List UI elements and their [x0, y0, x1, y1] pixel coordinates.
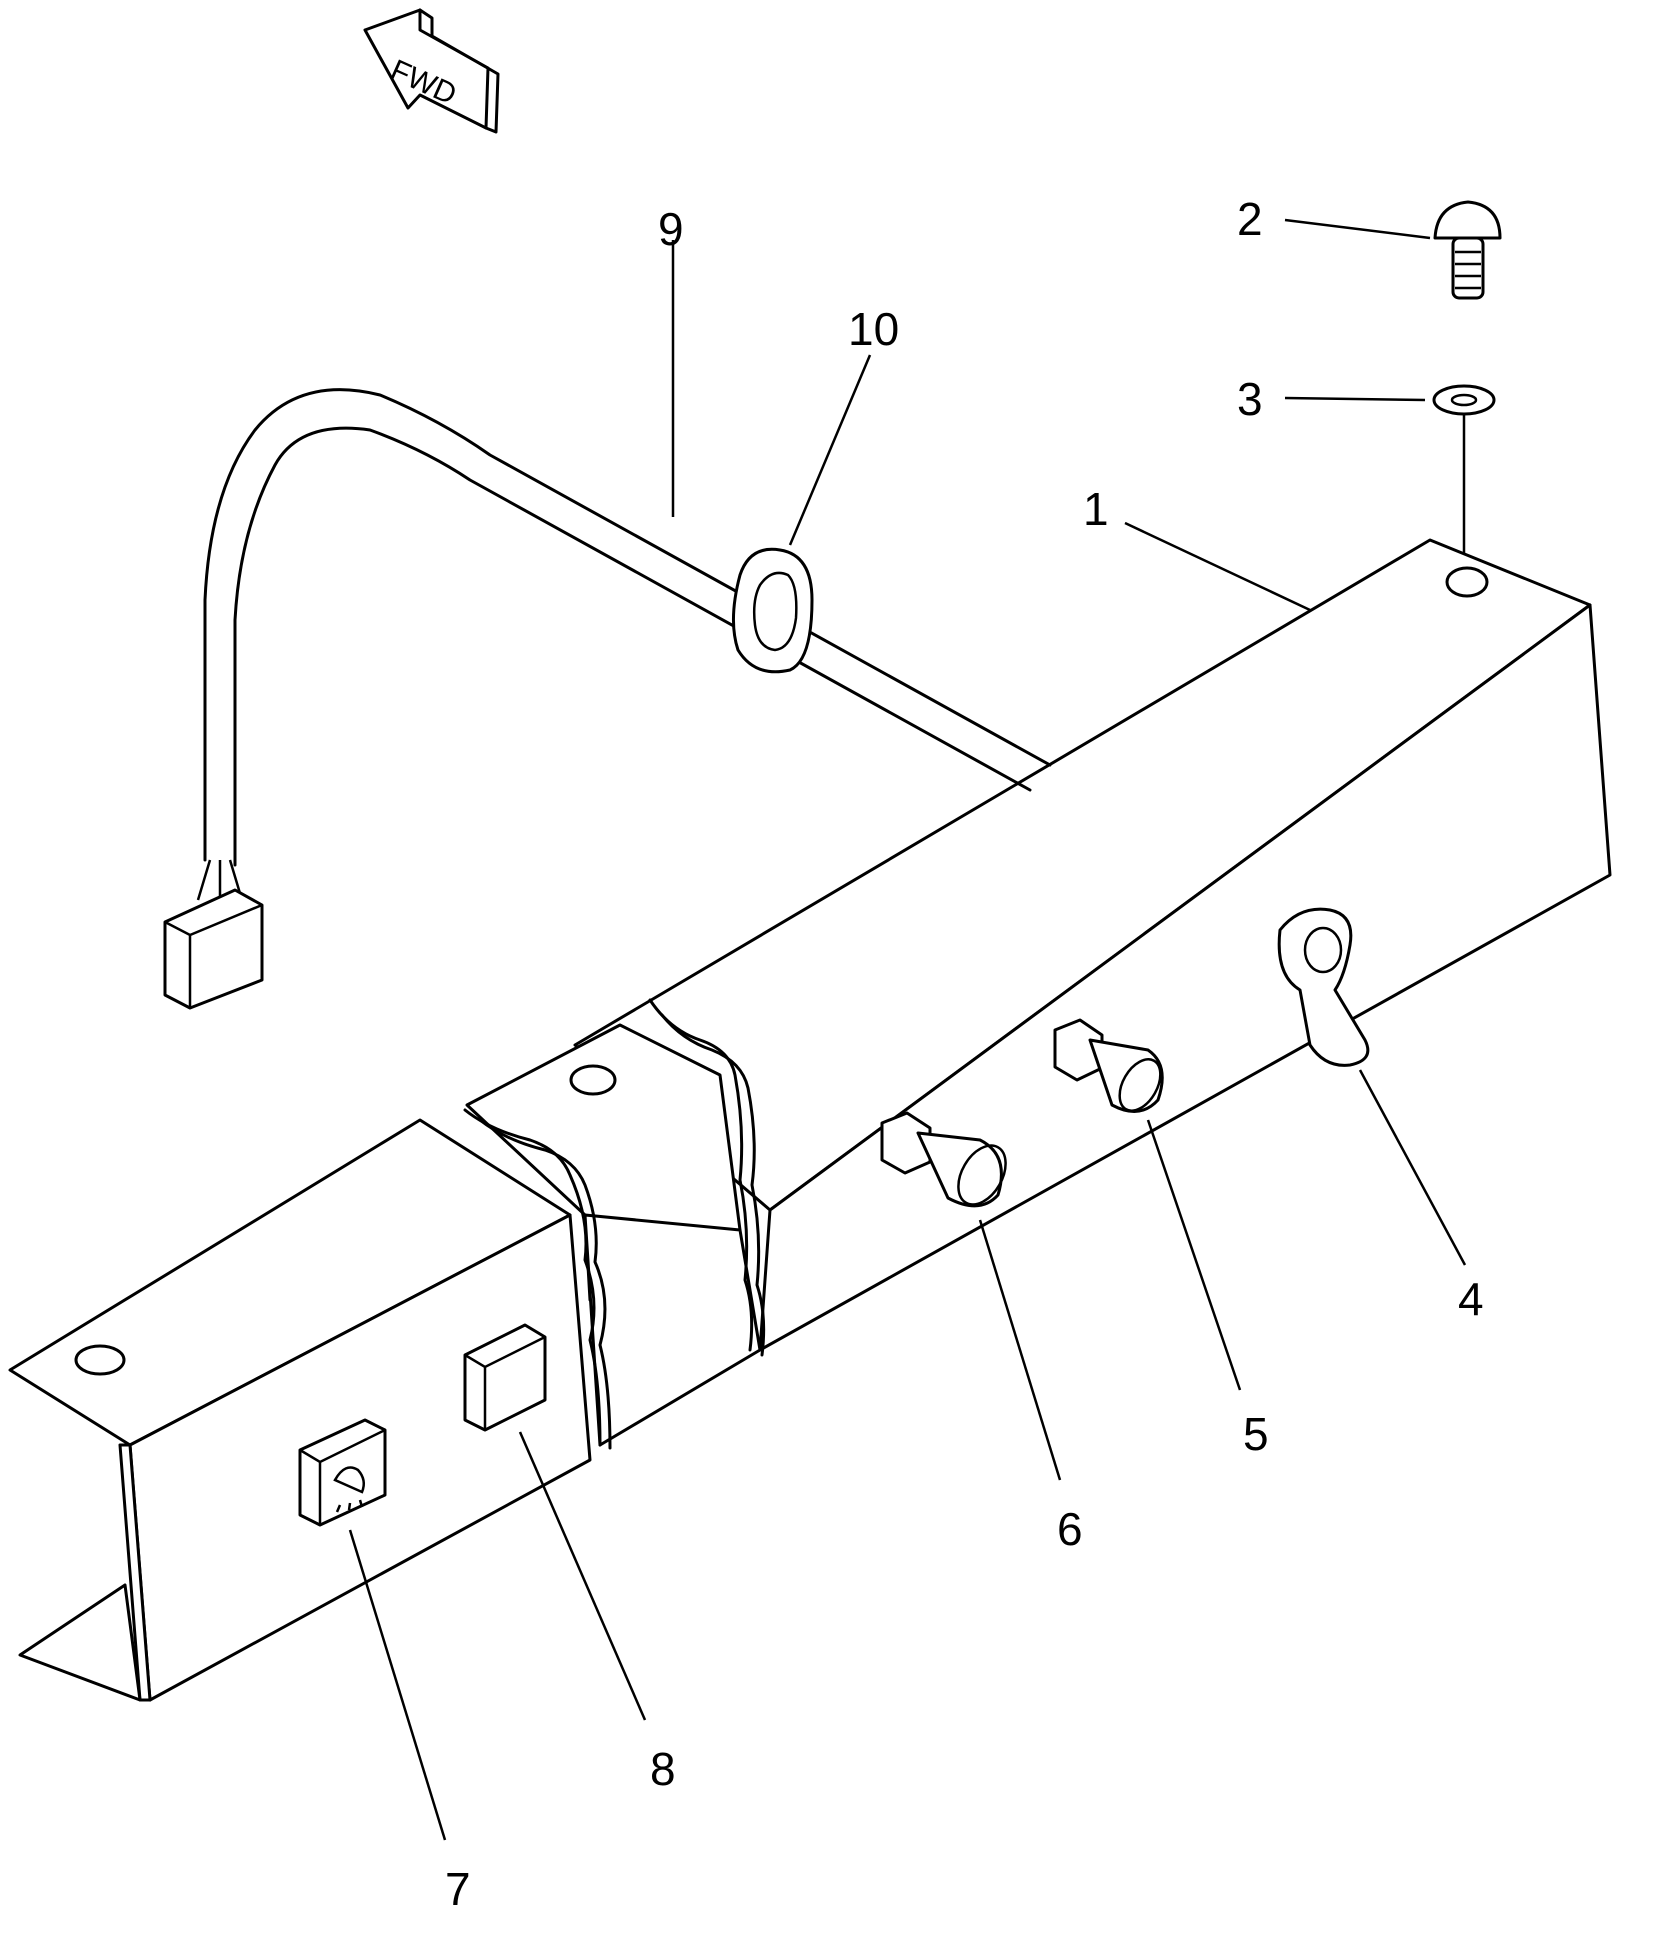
knob-icon — [1053, 1018, 1164, 1113]
screw-icon — [1433, 200, 1502, 300]
callout-4: 4 — [1458, 1273, 1484, 1325]
callout-2: 2 — [1237, 193, 1263, 245]
blank-switch-icon — [463, 1323, 547, 1432]
knob-icon — [880, 1111, 1007, 1208]
fwd-label: FWD — [385, 54, 461, 112]
lamp-switch-icon — [298, 1418, 387, 1527]
callout-8: 8 — [650, 1743, 676, 1795]
callout-5: 5 — [1243, 1408, 1269, 1460]
callout-10: 10 — [848, 303, 899, 355]
toggle-switch-icon — [1277, 907, 1370, 1067]
callout-3: 3 — [1237, 373, 1263, 425]
callout-9: 9 — [658, 203, 684, 255]
callout-1: 1 — [1083, 483, 1109, 535]
wire-harness — [163, 388, 1052, 1010]
grommet-icon — [731, 547, 814, 674]
callout-7: 7 — [445, 1863, 471, 1915]
washer-icon — [1432, 384, 1496, 416]
panel-body — [8, 538, 1612, 1702]
fwd-arrow-icon: FWD — [363, 8, 500, 134]
callout-labels: 1 2 3 4 5 6 7 8 9 10 — [445, 193, 1484, 1915]
leader-lines — [348, 218, 1467, 1841]
callout-6: 6 — [1057, 1503, 1083, 1555]
